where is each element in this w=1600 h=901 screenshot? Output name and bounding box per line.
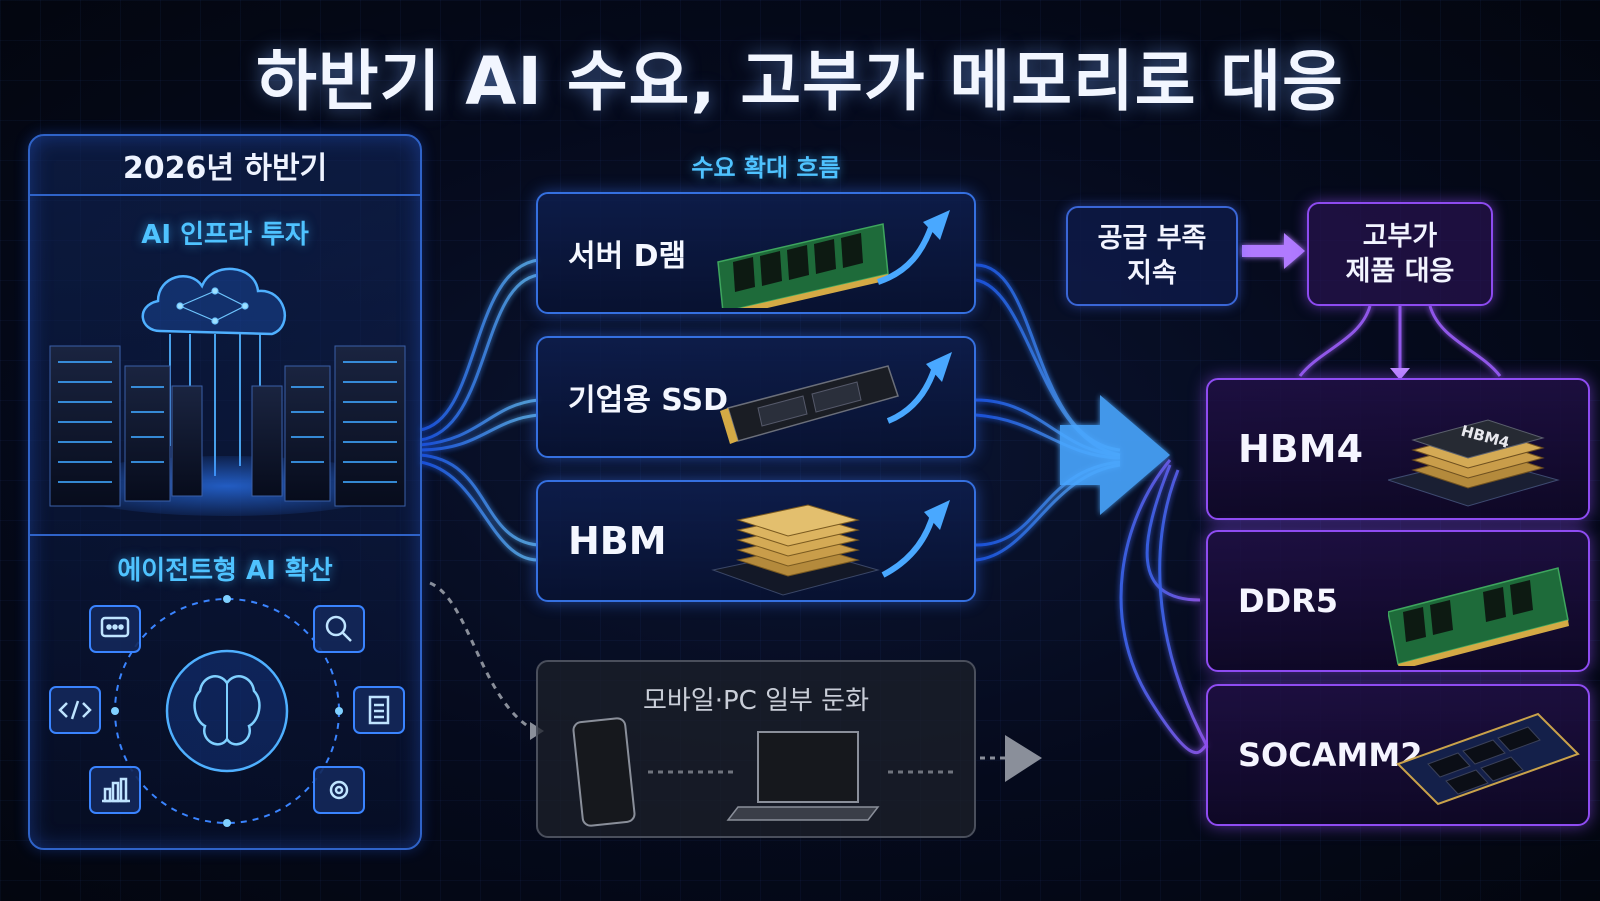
left-panel: 2026년 하반기 AI 인프라 투자 bbox=[28, 134, 422, 850]
product-box-ddr5: DDR5 bbox=[1206, 530, 1590, 672]
supply-shortage-box: 공급 부족 지속 bbox=[1066, 206, 1238, 306]
demand-box-server-dram: 서버 D램 bbox=[536, 192, 976, 314]
high-value-response-box: 고부가 제품 대응 bbox=[1307, 202, 1493, 306]
demand-box-hbm: HBM bbox=[536, 480, 976, 602]
product-label: SOCAMM2 bbox=[1238, 736, 1423, 774]
gray-arrow-icon bbox=[1005, 735, 1042, 782]
panel-divider bbox=[30, 534, 420, 536]
agent-label: 에이전트형 AI 확산 bbox=[117, 556, 333, 586]
brain-icon bbox=[165, 649, 289, 773]
phone-icon bbox=[572, 717, 636, 827]
response-line-1: 고부가 bbox=[1362, 220, 1438, 252]
ssd-module-icon bbox=[720, 352, 952, 444]
demand-label: 서버 D램 bbox=[568, 239, 687, 274]
demand-label: 기업용 SSD bbox=[568, 383, 729, 418]
gear-icon bbox=[313, 766, 365, 814]
dram-module-icon bbox=[717, 210, 950, 308]
demand-label: HBM bbox=[568, 519, 667, 563]
supply-line-2: 지속 bbox=[1127, 258, 1177, 289]
chart-icon bbox=[89, 766, 141, 814]
mobile-pc-box: 모바일·PC 일부 둔화 bbox=[536, 660, 976, 838]
infra-label: AI 인프라 투자 bbox=[141, 220, 309, 250]
laptop-icon bbox=[726, 731, 880, 821]
hbm4-chip-icon: HBM4 bbox=[1388, 419, 1560, 507]
agent-ai-illustration bbox=[49, 595, 405, 827]
socamm2-module-icon bbox=[1396, 712, 1580, 806]
ddr5-module-icon bbox=[1388, 567, 1569, 666]
product-box-socamm2: SOCAMM2 bbox=[1206, 684, 1590, 826]
mobile-pc-illustration bbox=[572, 717, 953, 827]
datacenter-illustration bbox=[49, 267, 406, 516]
product-label: HBM4 bbox=[1238, 427, 1364, 471]
big-arrow-icon bbox=[1060, 395, 1170, 515]
response-line-2: 제품 대응 bbox=[1345, 256, 1455, 287]
search-icon bbox=[313, 605, 365, 653]
period-header: 2026년 하반기 bbox=[30, 136, 420, 196]
server-rack-icon bbox=[49, 345, 406, 507]
hbm-stack-icon bbox=[711, 500, 950, 596]
page-title: 하반기 AI 수요, 고부가 메모리로 대응 bbox=[256, 43, 1344, 120]
demand-flow-label: 수요 확대 흐름 bbox=[691, 154, 841, 182]
mobile-pc-label: 모바일·PC 일부 둔화 bbox=[642, 686, 870, 716]
product-box-hbm4: HBM4 HBM4 bbox=[1206, 378, 1590, 520]
demand-box-enterprise-ssd: 기업용 SSD bbox=[536, 336, 976, 458]
product-label: DDR5 bbox=[1238, 582, 1339, 620]
cloud-icon bbox=[141, 267, 287, 336]
supply-line-1: 공급 부족 bbox=[1097, 222, 1207, 254]
